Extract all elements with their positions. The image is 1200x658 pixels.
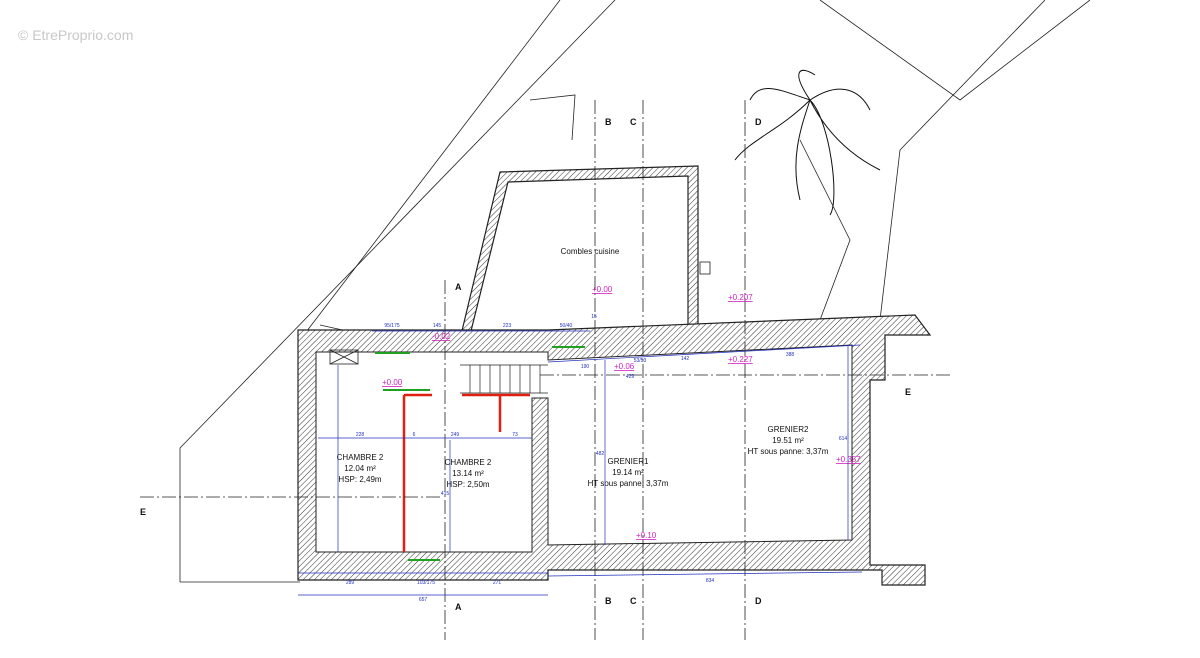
dimension-label: 482 (596, 451, 605, 457)
level-mark: +0.00 (592, 285, 613, 294)
openings (375, 346, 585, 561)
room-grenier2: GRENIER2 19.51 m² HT sous panne: 3,37m (748, 425, 829, 456)
level-mark: -0.02 (432, 332, 451, 341)
dimension-label: 657 (419, 597, 428, 603)
dimension-label: 95/175 (384, 323, 400, 329)
section-marker-e: E (905, 387, 911, 397)
level-mark: +0.357 (836, 455, 861, 464)
svg-text:CHAMBRE 2: CHAMBRE 2 (445, 458, 492, 467)
room-chambre-2a: CHAMBRE 2 12.04 m² HSP: 2,49m (337, 453, 384, 484)
section-axes (140, 100, 950, 640)
dimension-label: 289 (346, 580, 355, 586)
dimension-label: 6 (413, 432, 416, 438)
level-mark: +0.207 (728, 293, 753, 302)
section-marker-b-bottom: B (605, 596, 612, 606)
section-marker-c-bottom: C (630, 596, 637, 606)
dimension-lines (298, 330, 863, 596)
svg-text:12.04 m²: 12.04 m² (344, 464, 376, 473)
section-marker-a-bottom: A (455, 602, 462, 612)
watermark: © EtreProprio.com (18, 27, 133, 43)
dimension-label: 103/175 (417, 580, 435, 586)
dimension-label: 223 (503, 323, 512, 329)
staircase (460, 364, 548, 394)
dimension-label: 249 (451, 432, 460, 438)
svg-text:CHAMBRE 2: CHAMBRE 2 (337, 453, 384, 462)
dimension-label: 834 (706, 578, 715, 584)
dimension-label: 50/40 (560, 323, 573, 329)
svg-text:GRENIER2: GRENIER2 (768, 425, 809, 434)
svg-text:19.14 m²: 19.14 m² (612, 468, 644, 477)
room-chambre-2b: CHAMBRE 2 13.14 m² HSP: 2,50m (445, 458, 492, 489)
tree-symbol (734, 69, 881, 216)
level-mark: +0.00 (382, 378, 403, 387)
section-marker-e-left: E (140, 507, 146, 517)
section-marker-d: D (755, 117, 762, 127)
svg-text:13.14 m²: 13.14 m² (452, 469, 484, 478)
dimension-label: 415 (441, 491, 450, 497)
dimension-label: 228 (356, 432, 365, 438)
level-mark: +0.06 (614, 362, 635, 371)
svg-text:HSP: 2,49m: HSP: 2,49m (338, 475, 381, 484)
dimension-label: 142 (681, 356, 690, 362)
svg-text:HT sous panne: 3,37m: HT sous panne: 3,37m (588, 479, 669, 488)
building-walls (297, 314, 932, 586)
svg-text:HSP: 2,50m: HSP: 2,50m (446, 480, 489, 489)
section-marker-c: C (630, 117, 637, 127)
dimension-label: 190 (581, 364, 590, 370)
dimension-label: 429 (626, 374, 635, 380)
dimension-label: 145 (433, 323, 442, 329)
section-marker-b: B (605, 117, 612, 127)
roof-outline (179, 0, 1091, 583)
vent-symbol (699, 261, 711, 275)
dimension-label: 53/53 (634, 358, 647, 364)
new-partitions (402, 393, 530, 552)
level-mark: +0.227 (728, 355, 753, 364)
dimension-label: 15 (591, 314, 597, 320)
room-combles-cuisine: Combles cuisine (561, 247, 620, 256)
section-marker-d-bottom: D (755, 596, 762, 606)
svg-text:HT sous panne: 3,37m: HT sous panne: 3,37m (748, 447, 829, 456)
svg-text:GRENIER1: GRENIER1 (608, 457, 649, 466)
level-mark: +0.10 (636, 531, 657, 540)
dimension-label: 271 (493, 580, 502, 586)
dimension-label: 388 (786, 352, 795, 358)
svg-text:19.51 m²: 19.51 m² (772, 436, 804, 445)
room-grenier1: GRENIER1 19.14 m² HT sous panne: 3,37m (588, 457, 669, 488)
section-marker-a: A (455, 282, 462, 292)
dimension-label: 614 (839, 436, 848, 442)
dimension-label: 73 (512, 432, 518, 438)
